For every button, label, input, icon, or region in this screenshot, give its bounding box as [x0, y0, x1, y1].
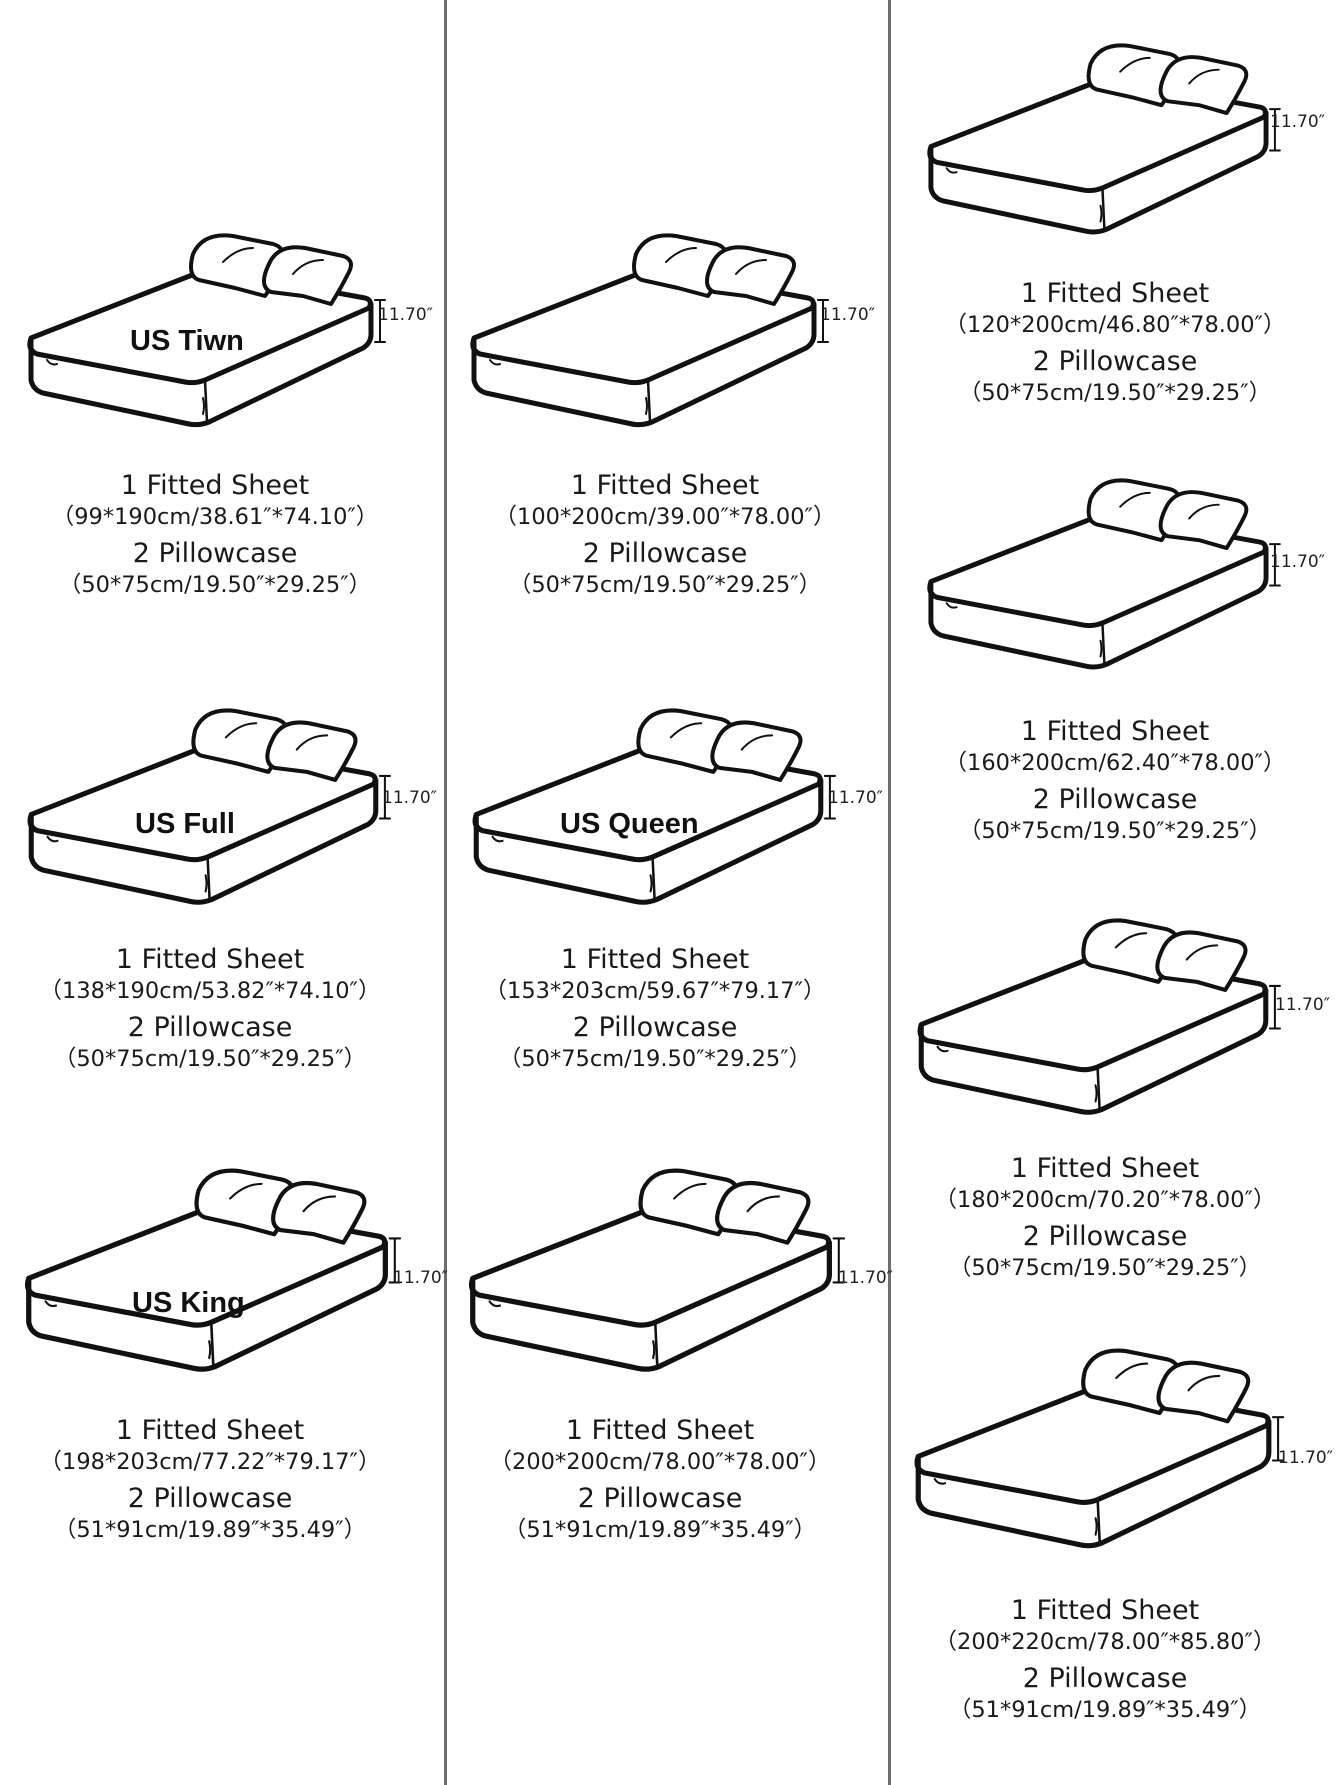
- bed-illustration: [466, 1165, 834, 1401]
- fitted-sheet-size: （99*190cm/38.61″*74.10″）: [51, 504, 379, 530]
- pillowcase-title: 2 Pillowcase: [1022, 1221, 1188, 1252]
- pillowcase-size: （51*91cm/19.89″*35.49″）: [948, 1697, 1262, 1723]
- product-caption: 1 Fitted Sheet （198*203cm/77.22″*79.17″）…: [10, 1415, 410, 1545]
- fitted-sheet-title: 1 Fitted Sheet: [1020, 278, 1210, 309]
- pillowcase-title: 2 Pillowcase: [127, 1483, 293, 1514]
- fitted-sheet-size: （100*200cm/39.00″*78.00″）: [494, 504, 836, 530]
- fitted-sheet-title: 1 Fitted Sheet: [570, 470, 760, 501]
- fitted-sheet-size: （153*203cm/59.67″*79.17″）: [484, 978, 826, 1004]
- product-caption: 1 Fitted Sheet （138*190cm/53.82″*74.10″）…: [10, 944, 410, 1074]
- bed-illustration: [22, 1165, 390, 1401]
- size-label: US King: [132, 1287, 245, 1319]
- fitted-sheet-size: （138*190cm/53.82″*74.10″）: [39, 978, 381, 1004]
- height-dimension: 11.70″: [382, 788, 438, 808]
- fitted-sheet-size: （160*200cm/62.40″*78.00″）: [944, 750, 1286, 776]
- pillowcase-size: （50*75cm/19.50″*29.25″）: [958, 380, 1272, 406]
- product-caption: 1 Fitted Sheet （180*200cm/70.20″*78.00″）…: [905, 1153, 1305, 1283]
- fitted-sheet-size: （198*203cm/77.22″*79.17″）: [39, 1449, 381, 1475]
- fitted-sheet-title: 1 Fitted Sheet: [1010, 1595, 1200, 1626]
- pillowcase-size: （50*75cm/19.50″*29.25″）: [948, 1255, 1262, 1281]
- pillowcase-title: 2 Pillowcase: [572, 1012, 738, 1043]
- product-caption: 1 Fitted Sheet （153*203cm/59.67″*79.17″）…: [455, 944, 855, 1074]
- column-divider-left: [444, 0, 447, 1785]
- fitted-sheet-title: 1 Fitted Sheet: [115, 944, 305, 975]
- fitted-sheet-size: （200*200cm/78.00″*78.00″）: [489, 1449, 831, 1475]
- size-label: US Tiwn: [130, 325, 244, 357]
- pillowcase-size: （51*91cm/19.89″*35.49″）: [503, 1517, 817, 1543]
- height-dimension: 11.70″: [828, 788, 884, 808]
- product-caption: 1 Fitted Sheet （120*200cm/46.80″*78.00″）…: [915, 278, 1315, 408]
- pillowcase-title: 2 Pillowcase: [577, 1483, 743, 1514]
- height-dimension: 11.70″: [393, 1268, 449, 1288]
- fitted-sheet-size: （200*220cm/78.00″*85.80″）: [934, 1629, 1276, 1655]
- product-caption: 1 Fitted Sheet （160*200cm/62.40″*78.00″）…: [915, 716, 1315, 846]
- height-dimension: 11.70″: [1275, 995, 1331, 1015]
- bed-illustration: [925, 475, 1270, 697]
- size-label: US Queen: [560, 808, 699, 840]
- fitted-sheet-title: 1 Fitted Sheet: [1010, 1153, 1200, 1184]
- height-dimension: 11.70″: [378, 305, 434, 325]
- pillowcase-size: （50*75cm/19.50″*29.25″）: [53, 1046, 367, 1072]
- pillowcase-size: （50*75cm/19.50″*29.25″）: [58, 572, 372, 598]
- fitted-sheet-title: 1 Fitted Sheet: [120, 470, 310, 501]
- product-caption: 1 Fitted Sheet （99*190cm/38.61″*74.10″） …: [30, 470, 400, 600]
- size-label: US Full: [135, 808, 235, 840]
- pillowcase-title: 2 Pillowcase: [132, 538, 298, 569]
- bed-illustration: [468, 230, 818, 455]
- pillowcase-size: （50*75cm/19.50″*29.25″）: [958, 818, 1272, 844]
- fitted-sheet-title: 1 Fitted Sheet: [565, 1415, 755, 1446]
- product-caption: 1 Fitted Sheet （200*220cm/78.00″*85.80″）…: [905, 1595, 1305, 1725]
- column-divider-right: [888, 0, 891, 1785]
- pillowcase-title: 2 Pillowcase: [582, 538, 748, 569]
- height-dimension: 11.70″: [838, 1268, 894, 1288]
- product-caption: 1 Fitted Sheet （200*200cm/78.00″*78.00″）…: [455, 1415, 865, 1545]
- bed-illustration: [925, 40, 1270, 262]
- pillowcase-title: 2 Pillowcase: [1032, 346, 1198, 377]
- fitted-sheet-title: 1 Fitted Sheet: [1020, 716, 1210, 747]
- bed-illustration: [915, 915, 1270, 1143]
- height-dimension: 11.70″: [1278, 1448, 1334, 1468]
- pillowcase-title: 2 Pillowcase: [127, 1012, 293, 1043]
- pillowcase-size: （50*75cm/19.50″*29.25″）: [498, 1046, 812, 1072]
- height-dimension: 11.70″: [1270, 552, 1326, 572]
- height-dimension: 11.70″: [820, 305, 876, 325]
- pillowcase-size: （51*91cm/19.89″*35.49″）: [53, 1517, 367, 1543]
- fitted-sheet-size: （120*200cm/46.80″*78.00″）: [944, 312, 1286, 338]
- bed-illustration: [910, 1345, 1275, 1577]
- pillowcase-size: （50*75cm/19.50″*29.25″）: [508, 572, 822, 598]
- fitted-sheet-title: 1 Fitted Sheet: [560, 944, 750, 975]
- product-caption: 1 Fitted Sheet （100*200cm/39.00″*78.00″）…: [470, 470, 860, 600]
- pillowcase-title: 2 Pillowcase: [1032, 784, 1198, 815]
- fitted-sheet-title: 1 Fitted Sheet: [115, 1415, 305, 1446]
- height-dimension: 11.70″: [1270, 112, 1326, 132]
- pillowcase-title: 2 Pillowcase: [1022, 1663, 1188, 1694]
- fitted-sheet-size: （180*200cm/70.20″*78.00″）: [934, 1187, 1276, 1213]
